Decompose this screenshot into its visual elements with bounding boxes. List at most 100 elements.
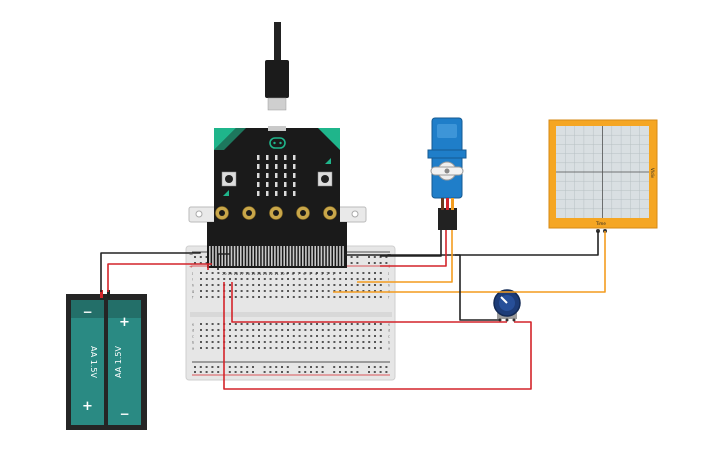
- rail-hole[interactable]: [252, 371, 254, 373]
- main-hole[interactable]: [287, 341, 289, 343]
- main-hole[interactable]: [310, 347, 313, 349]
- main-hole[interactable]: [252, 347, 255, 349]
- main-hole[interactable]: [310, 272, 313, 274]
- rail-hole[interactable]: [217, 371, 220, 373]
- main-hole[interactable]: [327, 323, 330, 325]
- rail-hole[interactable]: [373, 262, 376, 264]
- main-hole[interactable]: [298, 347, 301, 349]
- main-hole[interactable]: [304, 284, 307, 286]
- rail-hole[interactable]: [379, 371, 382, 373]
- main-hole[interactable]: [333, 296, 336, 298]
- touch-logo-icon[interactable]: [269, 137, 286, 149]
- rail-hole[interactable]: [194, 371, 196, 373]
- rail-hole[interactable]: [339, 366, 341, 368]
- main-hole[interactable]: [368, 290, 371, 292]
- rail-hole[interactable]: [379, 366, 382, 368]
- main-hole[interactable]: [316, 335, 318, 337]
- usb-plug[interactable]: [265, 60, 289, 98]
- main-hole[interactable]: [281, 341, 284, 343]
- main-hole[interactable]: [287, 272, 289, 274]
- rail-hole[interactable]: [194, 256, 196, 258]
- main-hole[interactable]: [345, 329, 347, 331]
- main-hole[interactable]: [281, 272, 284, 274]
- main-hole[interactable]: [362, 296, 365, 298]
- rail-hole[interactable]: [263, 371, 266, 373]
- main-hole[interactable]: [321, 323, 324, 325]
- main-hole[interactable]: [258, 272, 260, 274]
- main-hole[interactable]: [217, 272, 220, 274]
- main-hole[interactable]: [321, 290, 324, 292]
- main-hole[interactable]: [211, 272, 214, 274]
- main-hole[interactable]: [304, 323, 307, 325]
- button-b[interactable]: [317, 171, 333, 187]
- main-hole[interactable]: [211, 335, 214, 337]
- edge-pads[interactable]: [215, 206, 337, 220]
- main-hole[interactable]: [252, 323, 255, 325]
- main-hole[interactable]: [287, 329, 289, 331]
- main-hole[interactable]: [333, 341, 336, 343]
- micro-servo[interactable]: [427, 117, 467, 230]
- main-hole[interactable]: [240, 335, 243, 337]
- main-hole[interactable]: [310, 284, 313, 286]
- main-hole[interactable]: [321, 341, 324, 343]
- main-hole[interactable]: [339, 323, 342, 325]
- main-hole[interactable]: [316, 296, 318, 298]
- main-hole[interactable]: [217, 296, 220, 298]
- main-hole[interactable]: [350, 347, 353, 349]
- rail-hole[interactable]: [304, 371, 307, 373]
- main-hole[interactable]: [362, 290, 365, 292]
- main-hole[interactable]: [287, 323, 289, 325]
- main-hole[interactable]: [275, 329, 278, 331]
- main-hole[interactable]: [240, 323, 243, 325]
- main-hole[interactable]: [321, 272, 324, 274]
- main-hole[interactable]: [362, 278, 365, 280]
- rail-hole[interactable]: [350, 262, 353, 264]
- main-hole[interactable]: [200, 341, 202, 343]
- main-hole[interactable]: [333, 323, 336, 325]
- main-hole[interactable]: [316, 347, 318, 349]
- main-hole[interactable]: [374, 284, 376, 286]
- main-hole[interactable]: [327, 272, 330, 274]
- main-hole[interactable]: [374, 272, 376, 274]
- main-hole[interactable]: [327, 296, 330, 298]
- wire-servo-power[interactable]: [380, 230, 447, 267]
- main-hole[interactable]: [205, 341, 208, 343]
- main-hole[interactable]: [333, 329, 336, 331]
- main-hole[interactable]: [374, 323, 376, 325]
- main-hole[interactable]: [200, 347, 202, 349]
- main-hole[interactable]: [292, 335, 295, 337]
- rail-hole[interactable]: [205, 366, 208, 368]
- main-hole[interactable]: [356, 272, 359, 274]
- main-hole[interactable]: [229, 329, 231, 331]
- main-hole[interactable]: [217, 329, 220, 331]
- rail-hole[interactable]: [373, 371, 376, 373]
- rail-hole[interactable]: [350, 366, 353, 368]
- rail-hole[interactable]: [344, 371, 347, 373]
- main-hole[interactable]: [229, 335, 231, 337]
- main-hole[interactable]: [350, 278, 353, 280]
- rail-hole[interactable]: [205, 256, 208, 258]
- main-hole[interactable]: [269, 296, 272, 298]
- main-hole[interactable]: [246, 347, 249, 349]
- main-hole[interactable]: [333, 347, 336, 349]
- main-hole[interactable]: [362, 284, 365, 286]
- main-hole[interactable]: [240, 290, 243, 292]
- rail-hole[interactable]: [315, 371, 318, 373]
- main-hole[interactable]: [258, 278, 260, 280]
- main-hole[interactable]: [263, 278, 266, 280]
- main-hole[interactable]: [246, 341, 249, 343]
- main-hole[interactable]: [275, 341, 278, 343]
- main-hole[interactable]: [298, 272, 301, 274]
- main-hole[interactable]: [379, 323, 382, 325]
- rail-hole[interactable]: [205, 371, 208, 373]
- main-hole[interactable]: [374, 329, 376, 331]
- main-hole[interactable]: [281, 296, 284, 298]
- rail-hole[interactable]: [234, 366, 237, 368]
- main-hole[interactable]: [269, 272, 272, 274]
- main-hole[interactable]: [223, 278, 226, 280]
- main-hole[interactable]: [229, 341, 231, 343]
- main-hole[interactable]: [356, 296, 359, 298]
- potentiometer[interactable]: [493, 289, 521, 322]
- main-hole[interactable]: [316, 323, 318, 325]
- main-hole[interactable]: [217, 347, 220, 349]
